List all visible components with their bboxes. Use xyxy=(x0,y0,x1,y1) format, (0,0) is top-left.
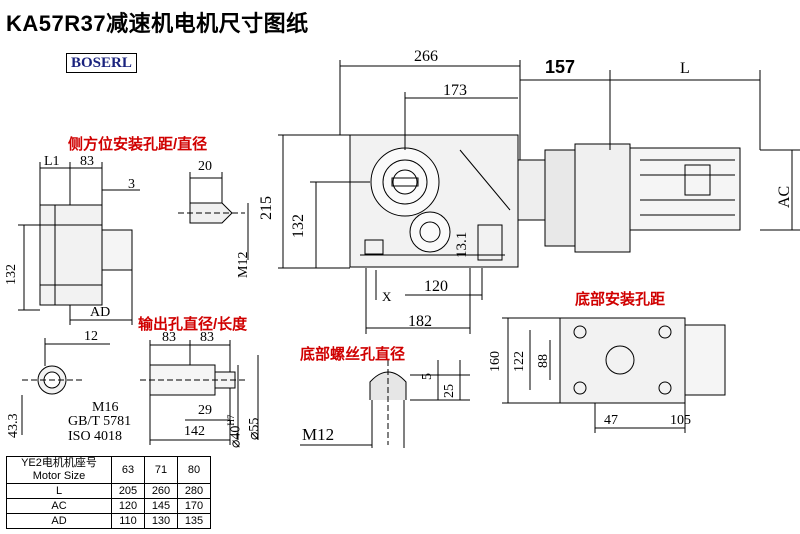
table-cell: 145 xyxy=(144,498,178,514)
dim-3: 3 xyxy=(128,177,135,192)
header-label-en: Motor Size xyxy=(32,470,86,482)
dim-83-b: 83 xyxy=(200,330,214,345)
dim-dia-40: ⌀40H7 xyxy=(226,415,245,448)
bottom-mount-annotation: 底部安装孔距 xyxy=(575,291,666,308)
thread-hole-detail xyxy=(369,360,407,445)
dim-M12-side: M12 xyxy=(236,251,251,278)
left-side-view xyxy=(39,204,133,306)
table-header-cell: 71 xyxy=(144,456,178,484)
table-cell: 130 xyxy=(144,513,178,529)
dim-157: 157 xyxy=(545,57,576,77)
table-row-label: L xyxy=(6,483,112,499)
dim-83-a: 83 xyxy=(162,330,176,345)
dim-25: 25 xyxy=(442,384,457,398)
dim-13-1: 13.1 xyxy=(454,231,470,258)
dim-215: 215 xyxy=(258,196,275,220)
table-header-cell: 63 xyxy=(111,456,145,484)
dim-L1: L1 xyxy=(44,154,60,169)
side-mount-annotation: 侧方位安装孔距/直径 xyxy=(68,136,208,153)
dim-dia-40-value: ⌀40 xyxy=(228,425,244,448)
dim-132-side: 132 xyxy=(4,264,19,285)
dim-M16: M16 xyxy=(92,400,119,415)
dim-20: 20 xyxy=(198,159,212,174)
dim-dia-55: ⌀55 xyxy=(247,417,262,440)
table-cell: 280 xyxy=(177,483,211,499)
dim-M12-bottom: M12 xyxy=(302,425,335,444)
table-row: AC 120 145 170 xyxy=(6,498,211,514)
table-cell: 135 xyxy=(177,513,211,529)
dim-X: X xyxy=(382,289,392,304)
dim-83: 83 xyxy=(80,154,94,169)
dim-132: 132 xyxy=(290,214,307,238)
table-cell: 170 xyxy=(177,498,211,514)
table-cell: 110 xyxy=(111,513,145,529)
dim-182: 182 xyxy=(408,313,432,330)
dim-142: 142 xyxy=(184,424,205,439)
dim-dia-40-tolerance: H7 xyxy=(226,414,236,426)
dim-160: 160 xyxy=(488,351,503,372)
table-row-label: AC xyxy=(6,498,112,514)
table-cell: 120 xyxy=(111,498,145,514)
main-gearbox-view xyxy=(349,134,741,268)
dim-47: 47 xyxy=(604,413,618,428)
table-row: L 205 260 280 xyxy=(6,483,211,499)
dim-iso-standard: ISO 4018 xyxy=(68,429,123,444)
dim-AC: AC xyxy=(776,185,793,208)
header-label-cn: YE2电机机座号 xyxy=(21,457,97,469)
dim-12: 12 xyxy=(84,329,98,344)
dim-29: 29 xyxy=(198,403,212,418)
bottom-thread-annotation: 底部螺丝孔直径 xyxy=(300,346,406,363)
table-header-cell: 80 xyxy=(177,456,211,484)
dim-105: 105 xyxy=(670,413,691,428)
dim-AD: AD xyxy=(90,305,111,320)
dim-43-3: 43.3 xyxy=(6,413,21,439)
dim-gb-standard: GB/T 5781 xyxy=(68,414,132,429)
output-bore-detail xyxy=(22,364,245,396)
brand-logo: BOSERL xyxy=(66,53,137,73)
dim-120: 120 xyxy=(424,278,448,295)
table-cell: 260 xyxy=(144,483,178,499)
table-row-label: AD xyxy=(6,513,112,529)
dim-173: 173 xyxy=(443,82,467,99)
bottom-view xyxy=(559,317,726,404)
dim-88: 88 xyxy=(536,354,551,368)
output-bore-annotation: 输出孔直径/长度 xyxy=(138,316,248,333)
dim-122: 122 xyxy=(512,351,527,372)
side-bolt-detail xyxy=(178,202,245,224)
dim-266: 266 xyxy=(414,48,438,65)
table-row: AD 110 130 135 xyxy=(6,513,211,529)
dim-5: 5 xyxy=(420,373,435,380)
dim-L: L xyxy=(680,60,690,77)
page-title: KA57R37减速机电机尺寸图纸 xyxy=(6,11,309,36)
table-cell: 205 xyxy=(111,483,145,499)
